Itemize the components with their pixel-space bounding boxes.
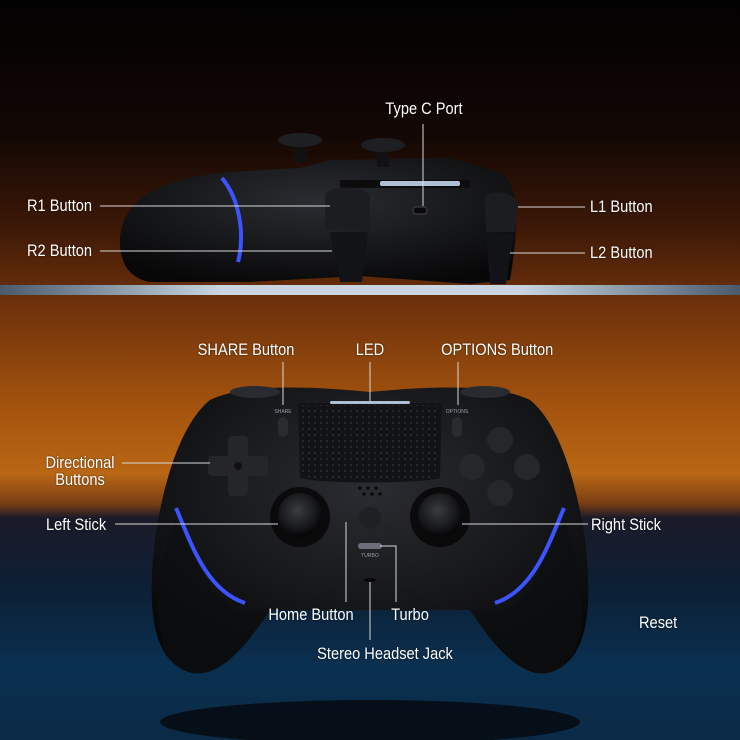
face-buttons — [459, 427, 540, 506]
reset-label: Reset — [639, 613, 678, 632]
turbo-button — [358, 543, 382, 549]
headset-jack — [364, 578, 376, 582]
left-stick-label: Left Stick — [46, 515, 107, 534]
r1-button-label: R1 Button — [27, 196, 93, 215]
right-light-bar — [494, 507, 566, 605]
callout-lines — [100, 124, 588, 640]
light-bar-side — [220, 176, 244, 263]
left-light-bar — [174, 507, 246, 605]
r2-button-label: R2 Button — [27, 241, 93, 260]
front-view-controller — [151, 386, 589, 740]
turbo-label: Turbo — [391, 605, 429, 624]
share-button-label: SHARE Button — [197, 340, 295, 359]
table-edge — [0, 285, 740, 295]
share-print: SHARE — [274, 409, 292, 415]
stereo-headset-jack-label: Stereo Headset Jack — [317, 644, 453, 663]
left-stick — [278, 493, 322, 537]
options-print: OPTIONS — [446, 409, 469, 415]
directional-buttons-label-line2: Buttons — [55, 470, 105, 489]
led-label: LED — [355, 340, 385, 359]
top-led-strip — [380, 181, 460, 186]
right-stick-label: Right Stick — [591, 515, 661, 534]
touchpad — [300, 405, 440, 481]
led-strip — [330, 401, 410, 404]
options-button — [452, 417, 462, 437]
side-view-controller — [0, 133, 740, 295]
directional-buttons-label-line1: Directional — [45, 453, 115, 472]
directional-pad — [208, 436, 268, 496]
type-c-port — [412, 206, 428, 215]
options-button-label: OPTIONS Button — [441, 340, 554, 359]
l1-button-label: L1 Button — [590, 197, 653, 216]
home-button-label: Home Button — [268, 605, 354, 624]
right-stick — [418, 493, 462, 537]
share-button — [278, 417, 288, 437]
l2-button-label: L2 Button — [590, 243, 653, 262]
type-c-port-label: Type C Port — [385, 99, 463, 118]
turbo-print: TURBO — [361, 553, 379, 559]
home-button — [359, 507, 381, 529]
